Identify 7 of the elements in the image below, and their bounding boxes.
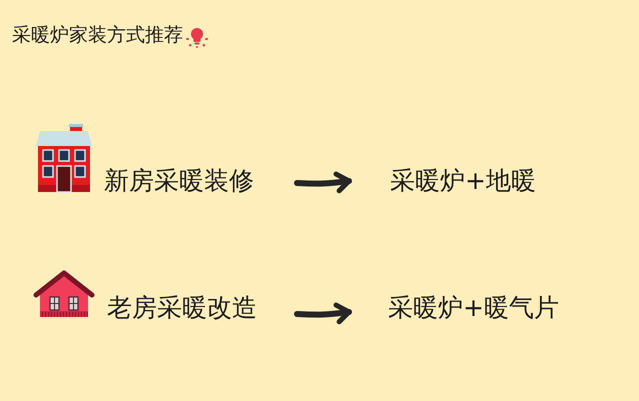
title-text: 采暖炉家装方式推荐 xyxy=(12,24,183,47)
arrow xyxy=(294,302,352,324)
scenario-label: 新房采暖装修 xyxy=(104,166,254,196)
solution-label: 采暖炉+地暖 xyxy=(390,166,536,196)
scenario-label: 老房采暖改造 xyxy=(107,293,257,323)
solution-label: 采暖炉+暖气片 xyxy=(388,293,559,323)
arrow xyxy=(294,172,352,194)
